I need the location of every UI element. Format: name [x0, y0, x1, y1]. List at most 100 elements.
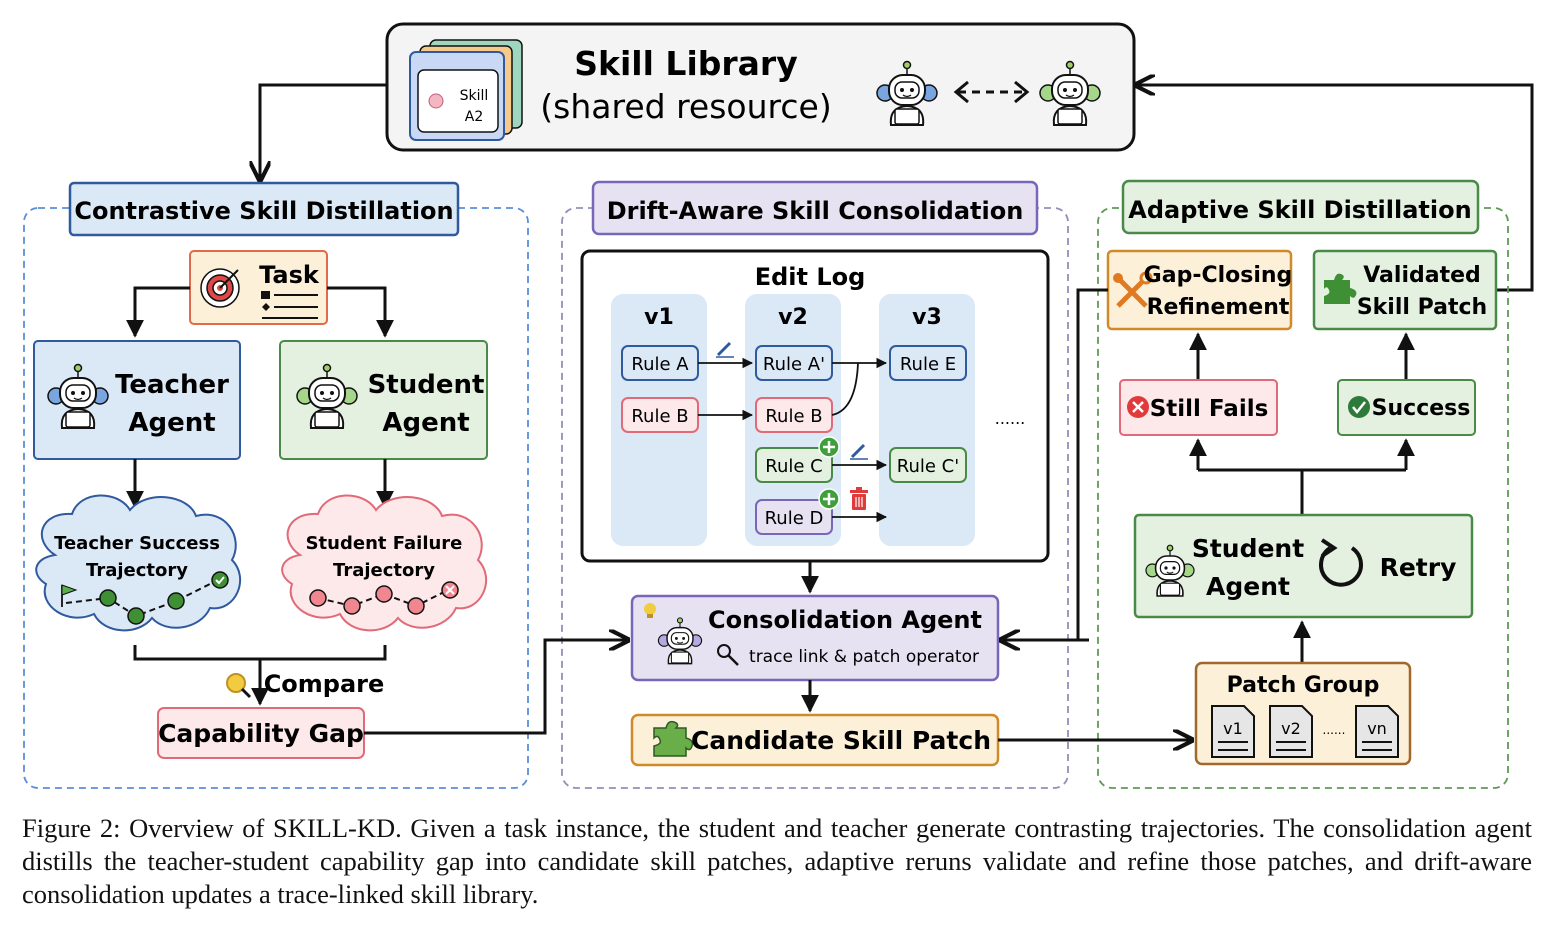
- student-label-2: Agent: [382, 408, 469, 438]
- patch-doc-v2: v2: [1281, 719, 1301, 738]
- gap-closing-label-2: Refinement: [1147, 295, 1290, 320]
- rule-c-v2-label: Rule C: [765, 456, 822, 477]
- add-icon: [818, 436, 840, 458]
- retry-icon: [1319, 538, 1363, 587]
- document-icon: [1355, 705, 1399, 758]
- success-label: Success: [1372, 396, 1471, 421]
- trace-link-label: trace link & patch operator: [749, 647, 979, 667]
- fail-icon: [1127, 396, 1149, 418]
- version-label-v2: v2: [778, 305, 808, 330]
- rule-b-v2-label: Rule B: [765, 406, 822, 427]
- folder-label-2: A2: [465, 109, 483, 125]
- student-robot-icon: [296, 363, 358, 429]
- teacher-label-2: Agent: [128, 408, 215, 438]
- pencil-icon: [716, 341, 734, 358]
- rule-c-prime-v3-label: Rule C': [897, 456, 959, 477]
- teacher-trajectory-label-1: Teacher Success: [54, 533, 220, 554]
- edit-log-title: Edit Log: [755, 263, 866, 291]
- document-icon: [1269, 705, 1313, 758]
- version-label-v1: v1: [644, 305, 674, 330]
- rule-e-v3: [889, 345, 967, 381]
- drift-title-box: [591, 180, 1039, 236]
- validated-label-2: Skill Patch: [1357, 295, 1487, 320]
- magnifier-icon: [226, 673, 252, 699]
- skill-kd-diagram: Skill A2 Skill Library (shared resource)…: [23, 22, 1534, 789]
- adaptive-title: Adaptive Skill Distillation: [1128, 196, 1471, 224]
- robot-icon: [1039, 60, 1101, 126]
- gap-to-consolidation-arrow: [364, 640, 628, 735]
- rule-a-prime-v2-label: Rule A': [763, 354, 825, 375]
- contrastive-title-box: [68, 181, 460, 237]
- teacher-trajectory-cloud: [35, 494, 242, 632]
- student-retry-box: [1133, 513, 1474, 619]
- contrastive-title: Contrastive Skill Distillation: [74, 197, 453, 225]
- puzzle-icon: [1324, 273, 1357, 304]
- branch-lines: [1198, 468, 1406, 515]
- library-subtitle: (shared resource): [540, 87, 831, 126]
- consolidation-agent-label: Consolidation Agent: [708, 606, 982, 634]
- consolidation-agent-box: [630, 594, 1000, 682]
- target-icon: [200, 268, 240, 308]
- teacher-agent-box: [33, 340, 241, 460]
- rule-a-v1-label: Rule A: [631, 354, 689, 375]
- student-label-1: Student: [368, 370, 485, 400]
- retry-student-label-1: Student: [1192, 534, 1304, 563]
- add-icon: [818, 488, 840, 510]
- validated-patch-box: [1312, 249, 1498, 331]
- wrench-icon: [717, 644, 739, 666]
- patch-doc-ellipsis: ......: [1323, 723, 1346, 737]
- contrastive-panel: [23, 207, 529, 789]
- retry-student-label-2: Agent: [1206, 572, 1290, 601]
- rule-e-v3-label: Rule E: [900, 354, 956, 375]
- drift-title: Drift-Aware Skill Consolidation: [607, 197, 1024, 225]
- candidate-patch-label: Candidate Skill Patch: [691, 726, 991, 755]
- folder-label-1: Skill: [460, 88, 489, 104]
- gap-closing-to-consolidation-line: [1076, 288, 1108, 642]
- retry-label: Retry: [1380, 553, 1457, 582]
- version-label-v3: v3: [912, 305, 942, 330]
- adaptive-title-box: [1121, 179, 1480, 235]
- still-fails-box: [1119, 379, 1278, 436]
- library-to-contrastive-arrow: [260, 83, 387, 180]
- trash-icon: [850, 487, 868, 510]
- rule-b-merge-line: [831, 362, 859, 416]
- puzzle-icon: [653, 720, 694, 757]
- patch-group-label: Patch Group: [1227, 673, 1380, 698]
- failure-trajectory-path: [309, 581, 459, 615]
- list-icon: [261, 291, 318, 319]
- teacher-robot-icon: [47, 363, 109, 429]
- patch-doc-vn: vn: [1367, 719, 1387, 738]
- version-ellipsis: ......: [995, 409, 1026, 428]
- teacher-label-1: Teacher: [115, 370, 229, 400]
- success-box: [1337, 379, 1476, 436]
- student-robot-icon: [1145, 544, 1195, 597]
- task-label: Task: [259, 261, 320, 289]
- teacher-trajectory-label-2: Trajectory: [86, 560, 188, 581]
- rule-c-prime-v3: [889, 447, 967, 483]
- rule-b-v1-label: Rule B: [631, 406, 688, 427]
- figure-caption: Figure 2: Overview of SKILL-KD. Given a …: [22, 813, 1532, 909]
- consolidation-robot-icon: [657, 617, 703, 665]
- capability-gap-label: Capability Gap: [158, 719, 364, 748]
- task-to-teacher-arrow: [126, 286, 190, 338]
- drift-panel: [561, 207, 1069, 789]
- still-fails-label: Still Fails: [1150, 396, 1269, 422]
- rule-d-v2-label: Rule D: [765, 508, 824, 529]
- validated-label-1: Validated: [1363, 263, 1481, 288]
- lightbulb-icon: [644, 603, 656, 618]
- adaptive-panel: [1097, 207, 1509, 789]
- robot-icon: [876, 60, 938, 126]
- compare-label: Compare: [264, 670, 385, 698]
- success-trajectory-path: [61, 571, 229, 625]
- pencil-icon: [850, 443, 868, 460]
- library-title: Skill Library: [574, 44, 797, 83]
- patch-doc-v1: v1: [1223, 719, 1243, 738]
- gap-closing-label-1: Gap-Closing: [1144, 263, 1293, 288]
- student-trajectory-label-2: Trajectory: [333, 560, 435, 581]
- check-icon: [1348, 396, 1370, 418]
- tools-icon: [1113, 271, 1153, 308]
- version-column-v3: [879, 294, 975, 546]
- compare-bracket: [133, 645, 387, 661]
- task-to-student-arrow: [327, 286, 394, 338]
- document-icon: [1211, 705, 1255, 758]
